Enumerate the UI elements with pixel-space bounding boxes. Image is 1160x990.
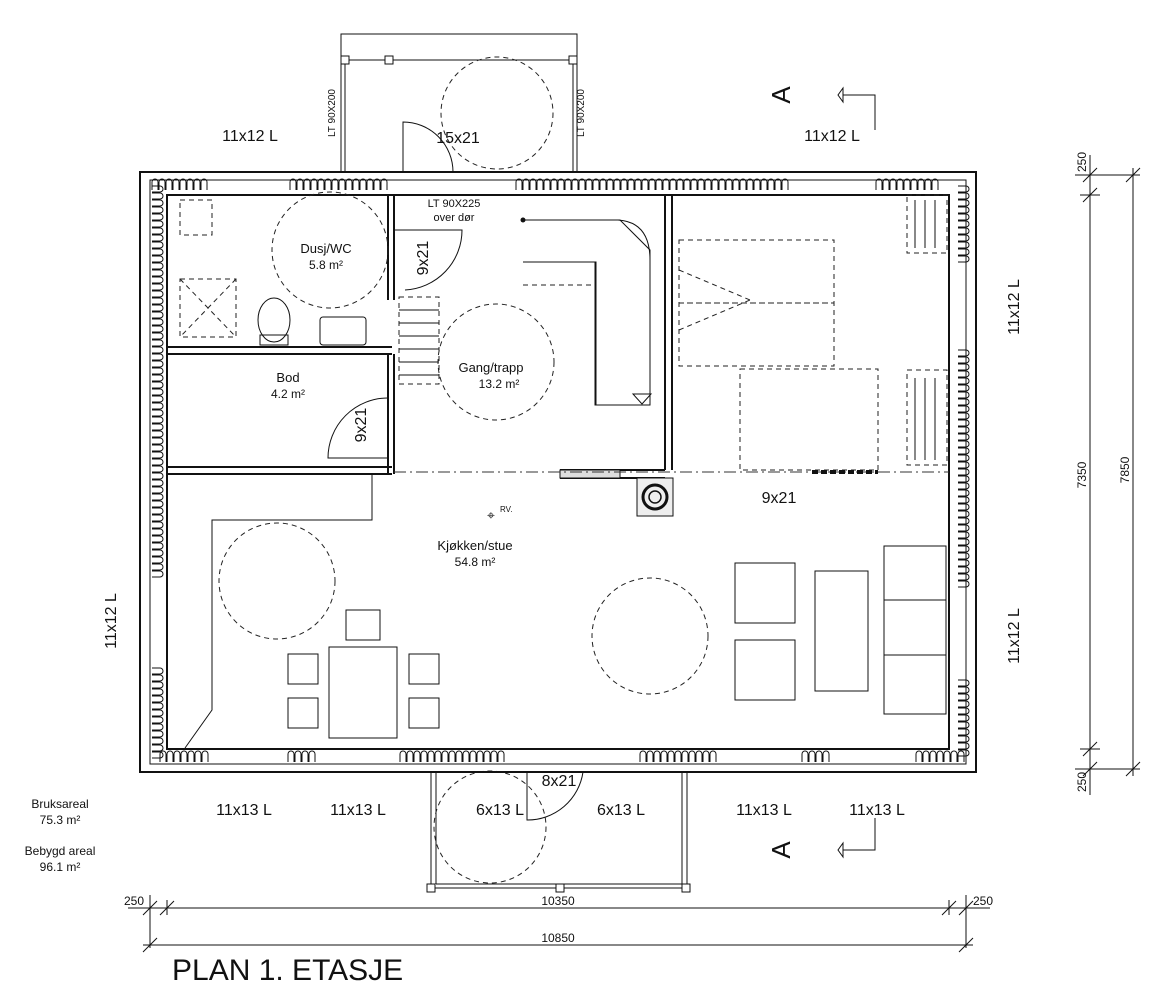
chair: [287, 653, 319, 685]
bruksareal-label: Bruksareal: [31, 797, 88, 811]
room-area: 13.2 m²: [479, 377, 520, 391]
ventilation-symbol: ⌖: [487, 507, 495, 523]
dimension-label: 10850: [541, 931, 575, 945]
room-name: Gang/trapp: [458, 360, 523, 375]
dining-set: [287, 609, 440, 739]
rv-label: RV.: [500, 505, 512, 514]
room-area: 54.8 m²: [455, 555, 496, 569]
chair: [408, 697, 440, 729]
section-marker: A: [766, 841, 796, 859]
window-label: 11x12 L: [1006, 608, 1023, 664]
dimension-label: 250: [124, 894, 144, 908]
chair: [408, 653, 440, 685]
living-set: [734, 545, 947, 715]
wardrobe: [398, 194, 948, 466]
bathroom-fixtures: [179, 191, 389, 346]
room-name: Dusj/WC: [300, 241, 351, 256]
chair: [287, 697, 319, 729]
bed-outlines: [678, 239, 879, 471]
window-label: 11x12 L: [103, 593, 120, 649]
wall-insulation-hatch: [151, 178, 970, 762]
door-label: 8x21: [542, 773, 577, 790]
dining-table: [328, 646, 398, 739]
chair: [345, 609, 381, 641]
turning-circle: [433, 770, 547, 884]
door-swings: [327, 121, 878, 821]
dimension-label: 7850: [1118, 456, 1132, 483]
door-label: over dør: [434, 212, 475, 224]
dimension-label: 7350: [1075, 461, 1089, 488]
section-arrows: [837, 86, 876, 859]
armchair: [734, 639, 796, 701]
entrance-porch: [340, 33, 578, 173]
kitchen-counter: [184, 474, 373, 749]
room-area: 4.2 m²: [271, 387, 305, 401]
room-area: 5.8 m²: [309, 258, 343, 272]
door-label: 15x21: [436, 130, 480, 147]
bruksareal-value: 75.3 m²: [40, 813, 81, 827]
dimension-label: 250: [973, 894, 993, 908]
sink-icon: [319, 316, 367, 346]
room-name: Bod: [276, 370, 299, 385]
bebygd-label: Bebygd areal: [25, 844, 96, 858]
coffee-table: [814, 570, 869, 692]
staircase: [520, 217, 653, 406]
window-label: 11x13 L: [736, 802, 792, 819]
window-label: 11x13 L: [216, 802, 272, 819]
fireplace: [636, 477, 674, 517]
dimension-lines: [128, 155, 1141, 953]
door-label: LT 90X200: [576, 89, 587, 137]
door-label: 9x21: [353, 408, 370, 443]
turning-circle: [440, 56, 554, 170]
page-title: PLAN 1. ETASJE: [172, 954, 403, 987]
dimension-label: 250: [1075, 152, 1089, 172]
window-label: 11x13 L: [330, 802, 386, 819]
section-marker: A: [766, 86, 796, 104]
door-label: 9x21: [762, 490, 797, 507]
window-label: 11x12 L: [1006, 279, 1023, 335]
window-label: 6x13 L: [476, 802, 524, 819]
room-name: Kjøkken/stue: [437, 538, 512, 553]
dimension-label: 10350: [541, 894, 575, 908]
window-label: 11x12 L: [804, 128, 860, 145]
turning-circles: [218, 303, 709, 695]
door-label: LT 90X200: [327, 89, 338, 137]
dimension-label: 250: [1075, 772, 1089, 792]
bebygd-value: 96.1 m²: [40, 860, 81, 874]
toilet-icon: [257, 297, 291, 343]
armchair: [734, 562, 796, 624]
sofa: [883, 545, 947, 715]
window-label: 6x13 L: [597, 802, 645, 819]
door-label: LT 90X225: [428, 198, 481, 210]
labels: 11x12 L 11x12 L 11x12 L 11x12 L 11x12 L …: [25, 86, 1132, 987]
window-label: 11x13 L: [849, 802, 905, 819]
door-label: 9x21: [415, 241, 432, 276]
window-label: 11x12 L: [222, 128, 278, 145]
